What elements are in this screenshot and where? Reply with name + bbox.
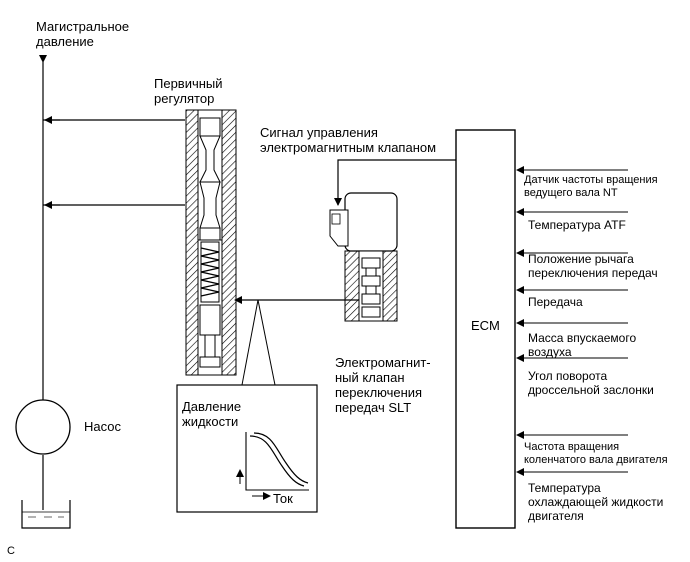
line-pressure-label: Магистральное давление (36, 19, 130, 49)
primary-regulator-label: Первичный регулятор (154, 76, 223, 106)
current-label: Ток (273, 491, 293, 506)
fluid-pressure-label: Давление жидкости (182, 399, 242, 429)
ecm-input-coolant-temp: Температура охлаждающей жидкости двигате… (528, 481, 664, 523)
oil-pan (21, 500, 71, 529)
pressure-current-inset (176, 384, 318, 513)
solenoid-signal-label: Сигнал управления электромагнитным клапа… (260, 125, 437, 155)
corner-mark: C (7, 545, 15, 557)
slt-solenoid-valve (329, 192, 398, 322)
ecm-input-shift-lever: Положение рычага переключения передач (528, 252, 658, 280)
ecm-input-engine-speed: Частота вращения коленчатого вала двигат… (524, 441, 668, 466)
ecm-input-nt-speed: Датчик частоты вращения ведущего вала NT (524, 174, 658, 199)
solenoid-signal-line (334, 159, 456, 206)
ecm-box (455, 129, 516, 529)
pump-label: Насос (84, 419, 121, 434)
line-pressure-pipe (39, 55, 185, 510)
ecm-input-atf-temp: Температура ATF (528, 218, 626, 232)
primary-regulator-valve (185, 109, 237, 376)
slt-valve-label: Электромагнит- ный клапан переключения п… (335, 355, 431, 415)
ecm-input-arrows (516, 166, 628, 476)
ecm-input-air-mass: Масса впускаемого воздуха (528, 331, 637, 359)
ecm-input-throttle-angle: Угол поворота дроссельной заслонки (528, 369, 654, 397)
ecm-input-gear: Передача (528, 295, 583, 309)
ecm-label: ECM (471, 318, 500, 333)
pump-symbol (15, 399, 71, 455)
